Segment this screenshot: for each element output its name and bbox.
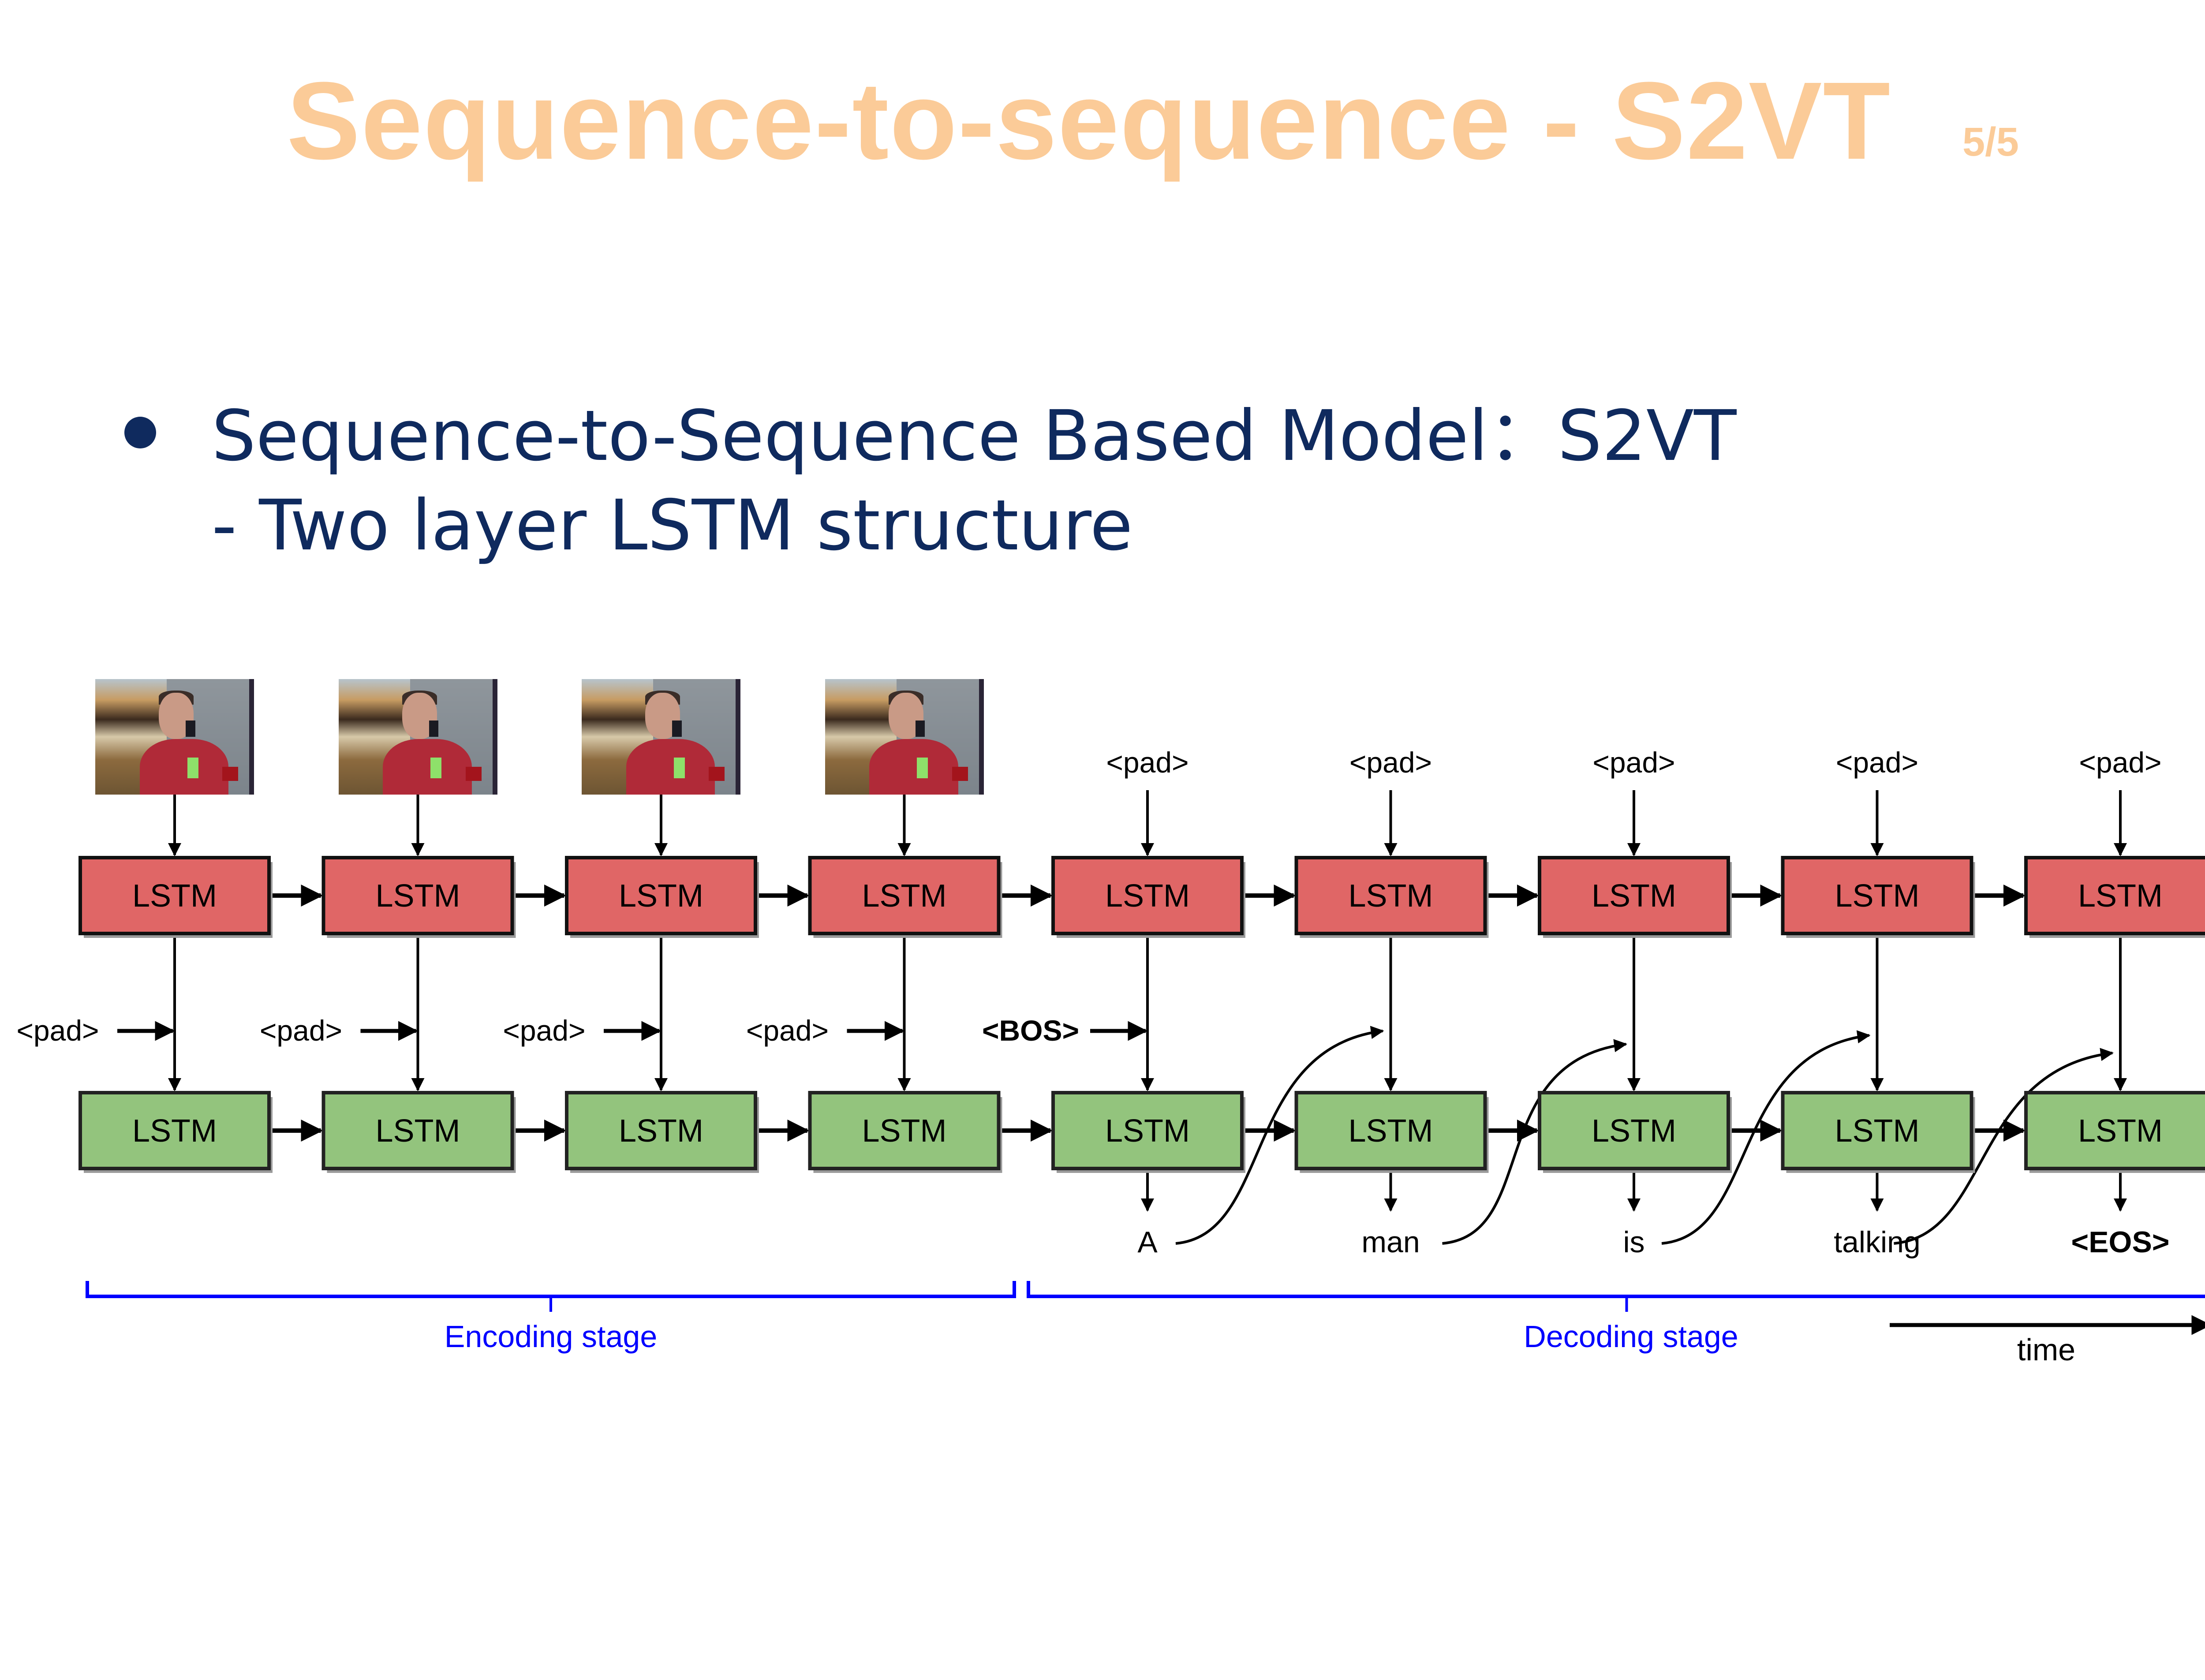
lstm-top-label: LSTM <box>2078 878 2163 914</box>
bos-input-label: <BOS> <box>982 1014 1079 1047</box>
video-frame-3 <box>582 679 740 795</box>
lstm-top-label: LSTM <box>132 878 217 914</box>
pad-input-label: <pad> <box>2079 746 2161 779</box>
lstm-bottom-label: LSTM <box>1105 1113 1190 1149</box>
lstm-cell-bottom <box>2024 1091 2205 1170</box>
pad-input-label: <pad> <box>1106 746 1188 779</box>
lstm-top-label: LSTM <box>375 878 460 914</box>
lstm-bottom-label: LSTM <box>619 1113 703 1149</box>
feedback-arrow <box>1175 1026 1384 1245</box>
encoding-bracket <box>86 1281 1016 1298</box>
encoding-stage-label: Encoding stage <box>445 1319 658 1354</box>
lstm-top-label: LSTM <box>1105 878 1190 914</box>
video-frame-4 <box>825 679 984 795</box>
decoding-stage-label: Decoding stage <box>1524 1319 1738 1354</box>
lstm-cell-bottom <box>808 1091 1001 1170</box>
lstm-cell-top <box>78 856 271 935</box>
bullet-icon <box>124 417 156 448</box>
decoding-bracket <box>1027 1281 2205 1298</box>
pad-input-label: <pad> <box>1349 746 1432 779</box>
lstm-cell-top <box>1051 856 1244 935</box>
slide-title: Sequence-to-sequence - S2VT <box>287 59 1891 182</box>
pad-input-label: <pad> <box>1592 746 1675 779</box>
output-word: <EOS> <box>2071 1225 2169 1259</box>
lstm-cell-top <box>808 856 1001 935</box>
lstm-cell-bottom <box>1294 1091 1487 1170</box>
pad-side-input-label: <pad> <box>503 1014 585 1047</box>
lstm-cell-bottom <box>1538 1091 1730 1170</box>
lstm-top-label: LSTM <box>1835 878 1919 914</box>
lstm-bottom-label: LSTM <box>132 1113 217 1149</box>
lstm-cell-top <box>1538 856 1730 935</box>
lstm-bottom-label: LSTM <box>862 1113 946 1149</box>
pad-side-input-label: <pad> <box>746 1014 829 1047</box>
lstm-cell-top <box>321 856 514 935</box>
lstm-top-label: LSTM <box>1348 878 1433 914</box>
lstm-bottom-label: LSTM <box>375 1113 460 1149</box>
pad-side-input-label: <pad> <box>16 1014 99 1047</box>
bullet-text-model: Sequence-to-Sequence Based Model：S2VT <box>212 396 1737 477</box>
lstm-cell-top <box>565 856 757 935</box>
output-word: talking <box>1834 1225 1921 1259</box>
lstm-cell-top <box>1294 856 1487 935</box>
video-frame-1 <box>95 679 254 795</box>
pad-side-input-label: <pad> <box>260 1014 342 1047</box>
output-word: man <box>1361 1225 1420 1259</box>
output-word: A <box>1137 1225 1158 1259</box>
page-indicator: 5/5 <box>1962 119 2019 164</box>
feedback-arrow <box>1894 1048 2114 1245</box>
lstm-cell-bottom <box>78 1091 271 1170</box>
lstm-bottom-label: LSTM <box>2078 1113 2163 1149</box>
lstm-top-label: LSTM <box>862 878 946 914</box>
lstm-cell-bottom <box>1781 1091 1973 1170</box>
video-frame-2 <box>338 679 497 795</box>
lstm-cell-top <box>1781 856 1973 935</box>
bullet-subtext-structure: - Two layer LSTM structure <box>212 485 1133 566</box>
feedback-arrow <box>1442 1039 1627 1245</box>
lstm-bottom-label: LSTM <box>1835 1113 1919 1149</box>
pad-input-label: <pad> <box>1836 746 1918 779</box>
lstm-top-label: LSTM <box>1592 878 1676 914</box>
lstm-cell-top <box>2024 856 2205 935</box>
output-word: is <box>1623 1225 1644 1259</box>
lstm-cell-bottom <box>1051 1091 1244 1170</box>
lstm-bottom-label: LSTM <box>1348 1113 1433 1149</box>
lstm-top-label: LSTM <box>619 878 703 914</box>
lstm-cell-bottom <box>565 1091 757 1170</box>
time-label: time <box>2017 1333 2075 1367</box>
feedback-arrow <box>1661 1030 1871 1245</box>
lstm-bottom-label: LSTM <box>1592 1113 1676 1149</box>
lstm-cell-bottom <box>321 1091 514 1170</box>
